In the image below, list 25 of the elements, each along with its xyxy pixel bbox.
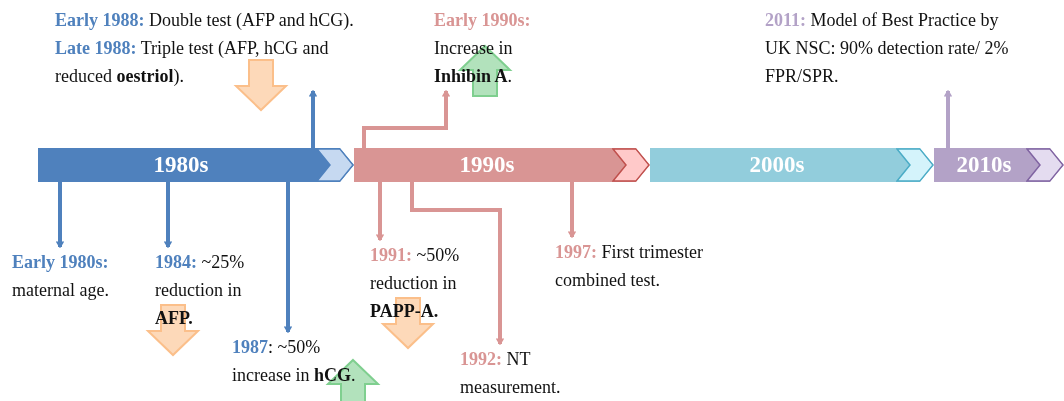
arrow <box>362 90 450 148</box>
timeline-band <box>650 148 934 182</box>
arrow <box>410 182 504 345</box>
event-text: 1991: ~50% reduction in PAPP-A. <box>370 241 500 325</box>
event-text: 1984: ~25% reduction in AFP. <box>155 248 283 332</box>
event-text: 1987: ~50% increase in hCG. <box>232 333 377 389</box>
arrow <box>568 182 576 238</box>
arrow <box>284 182 292 333</box>
timeline-band <box>38 148 354 182</box>
arrow <box>376 182 384 241</box>
band-label: 1980s <box>153 152 209 178</box>
timeline-band <box>354 148 650 182</box>
event-text: Early 1990s: Increase in Inhibin A. <box>434 6 559 90</box>
arrow <box>56 182 64 248</box>
band-label: 2000s <box>749 152 805 178</box>
event-text: 1997: First trimester combined test. <box>555 238 770 294</box>
timeline-band <box>934 148 1064 182</box>
arrow <box>309 90 317 148</box>
event-text: 2011: Model of Best Practice by UK NSC: 90% detection rate/ 2% FPR/SPR. <box>765 6 1027 90</box>
arrow <box>164 182 172 248</box>
arrow <box>944 90 952 148</box>
band-label: 1990s <box>459 152 515 178</box>
event-text: 1992: NT measurement. <box>460 345 580 401</box>
band-label: 2010s <box>956 152 1012 178</box>
event-text: Early 1988: Double test (AFP and hCG). Late 1988: Triple test (AFP, hCG and reduced oestriol). <box>55 6 377 90</box>
